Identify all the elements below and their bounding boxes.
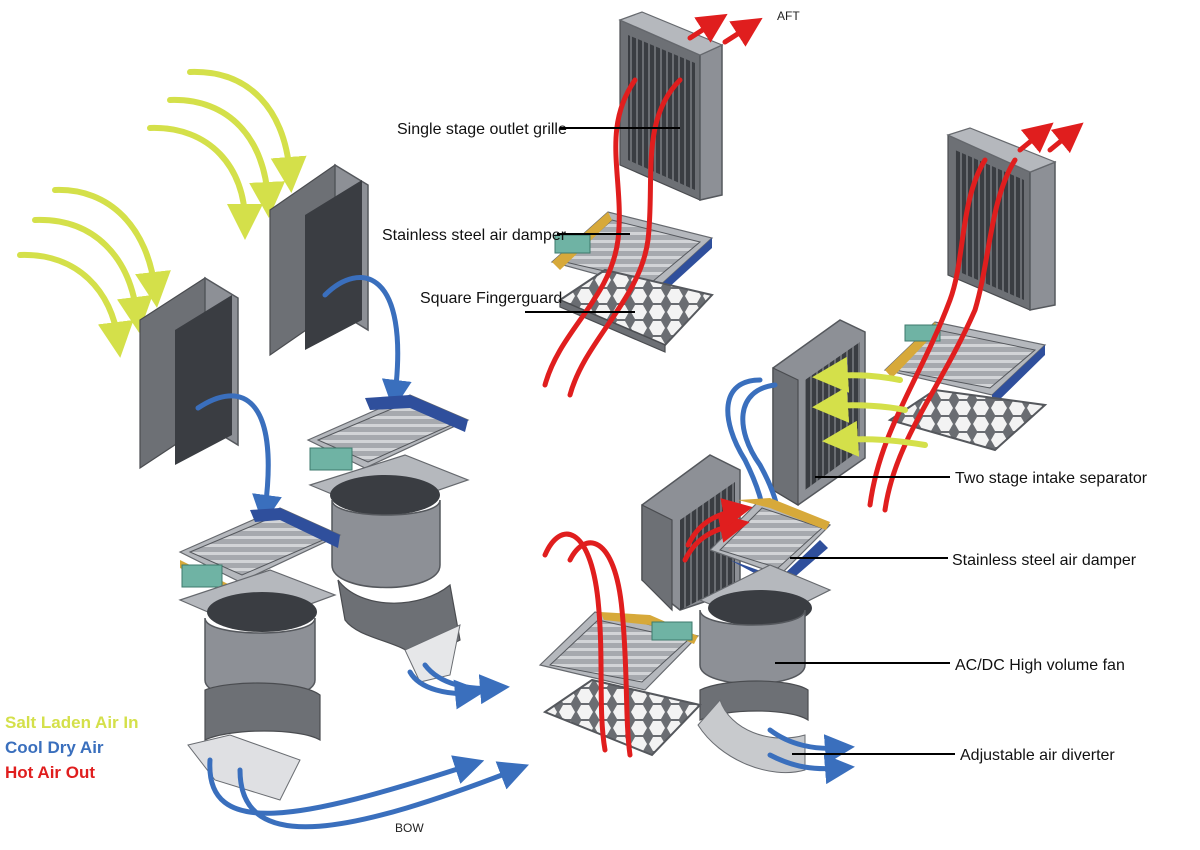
label-outlet-grille: Single stage outlet grille — [397, 121, 567, 138]
salt-air-arrow-right-1 — [812, 356, 903, 393]
right-assembly: Two stage intake separator Stainless ste… — [538, 122, 1148, 785]
fingerguard-center-lower — [542, 678, 702, 757]
label-damper-right: Stainless steel air damper — [952, 552, 1137, 569]
intake-separator-left-upper — [269, 163, 369, 357]
legend-salt-air: Salt Laden Air In — [5, 713, 139, 732]
top-center-assembly: AFT Single stage outlet grille Stai — [382, 9, 800, 398]
outlet-grille-right — [946, 127, 1057, 311]
intake-separator-left-lower — [139, 276, 239, 470]
label-intake-separator: Two stage intake separator — [955, 470, 1148, 487]
legend-cool-air: Cool Dry Air — [5, 738, 104, 757]
legend: Salt Laden Air In Cool Dry Air Hot Air O… — [5, 713, 139, 782]
label-diverter: Adjustable air diverter — [960, 747, 1115, 764]
aft-label: AFT — [777, 9, 800, 23]
salt-air-arrow-right-2 — [812, 386, 908, 423]
fan-stack-left-upper — [306, 394, 510, 710]
bow-label: BOW — [395, 821, 424, 835]
label-fan: AC/DC High volume fan — [955, 657, 1125, 674]
left-assembly: Salt Laden Air In Cool Dry Air Hot Air O… — [5, 68, 529, 835]
air-damper-center-lower — [538, 611, 700, 691]
legend-hot-air: Hot Air Out — [5, 763, 95, 782]
label-damper-top: Stainless steel air damper — [382, 227, 567, 244]
cool-air-arrow-2 — [195, 393, 282, 525]
salt-air-arrow-right-3 — [822, 420, 928, 457]
fan-stack-left-lower — [178, 507, 529, 830]
salt-air-arrows-left — [17, 68, 307, 358]
cool-air-arrow-1 — [322, 275, 412, 410]
fan-right — [697, 564, 855, 785]
intake-separator-inner — [641, 454, 741, 612]
air-damper-right-upper — [883, 321, 1047, 407]
fingerguard-right — [887, 388, 1048, 452]
outlet-grille-top — [618, 11, 724, 201]
label-fingerguard: Square Fingerguard — [420, 290, 562, 307]
